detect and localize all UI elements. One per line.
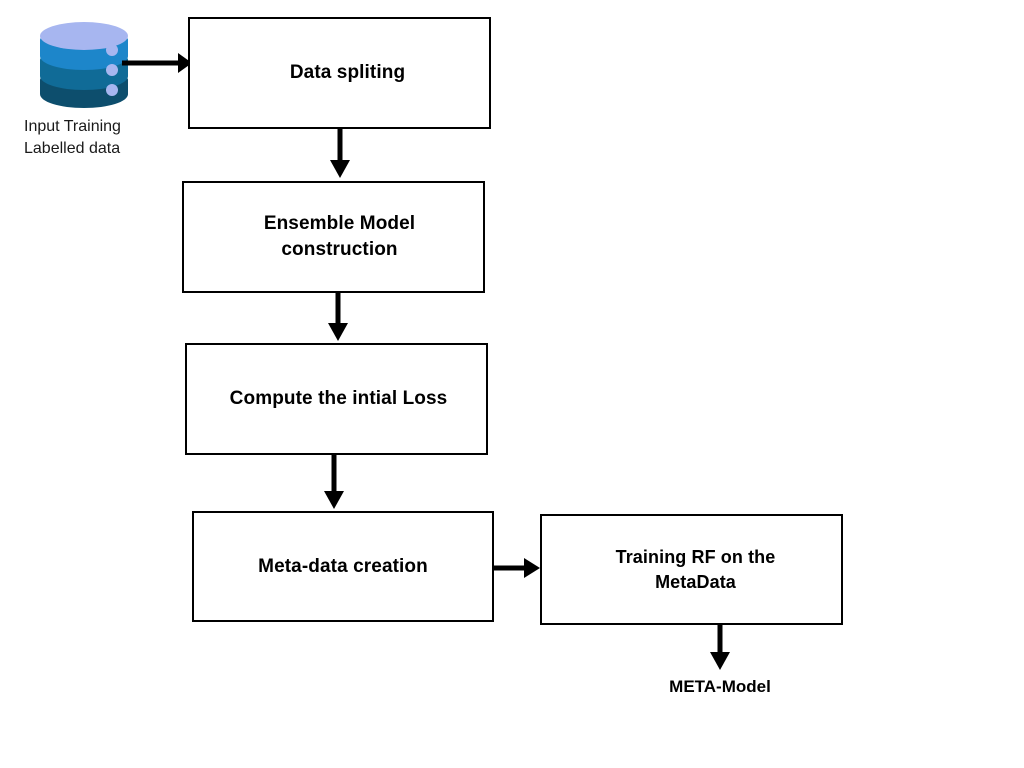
arrow-compute-loss-to-metadata — [324, 455, 344, 509]
node-data-splitting[interactable]: Data spliting — [188, 17, 491, 129]
node-ensemble-model-construction-label: Ensemble Model construction — [263, 213, 416, 260]
arrow-ensemble-to-compute-loss — [328, 293, 348, 341]
datastore-caption: Input Training Labelled data — [24, 118, 121, 157]
arrow-data-splitting-to-ensemble — [330, 129, 350, 178]
node-training-rf-on-metadata-label: Training RF on the MetaData — [615, 547, 776, 592]
arrow-metadata-to-training-rf — [494, 558, 540, 578]
node-compute-initial-loss[interactable]: Compute the intial Loss — [185, 343, 488, 455]
node-data-splitting-label: Data spliting — [289, 62, 406, 84]
arrow-datastore-to-data-splitting — [122, 53, 192, 73]
database-cylinder-icon — [38, 18, 130, 110]
arrow-training-rf-to-meta-model — [710, 625, 730, 670]
meta-model-terminal-label: META-Model — [669, 677, 771, 696]
node-ensemble-model-construction[interactable]: Ensemble Model construction — [182, 181, 485, 293]
node-compute-initial-loss-label: Compute the intial Loss — [229, 388, 448, 410]
node-training-rf-on-metadata[interactable]: Training RF on the MetaData — [540, 514, 843, 625]
node-meta-data-creation-label: Meta-data creation — [258, 555, 428, 577]
node-meta-data-creation[interactable]: Meta-data creation — [192, 511, 494, 622]
database-cylinder-svg — [40, 22, 128, 108]
